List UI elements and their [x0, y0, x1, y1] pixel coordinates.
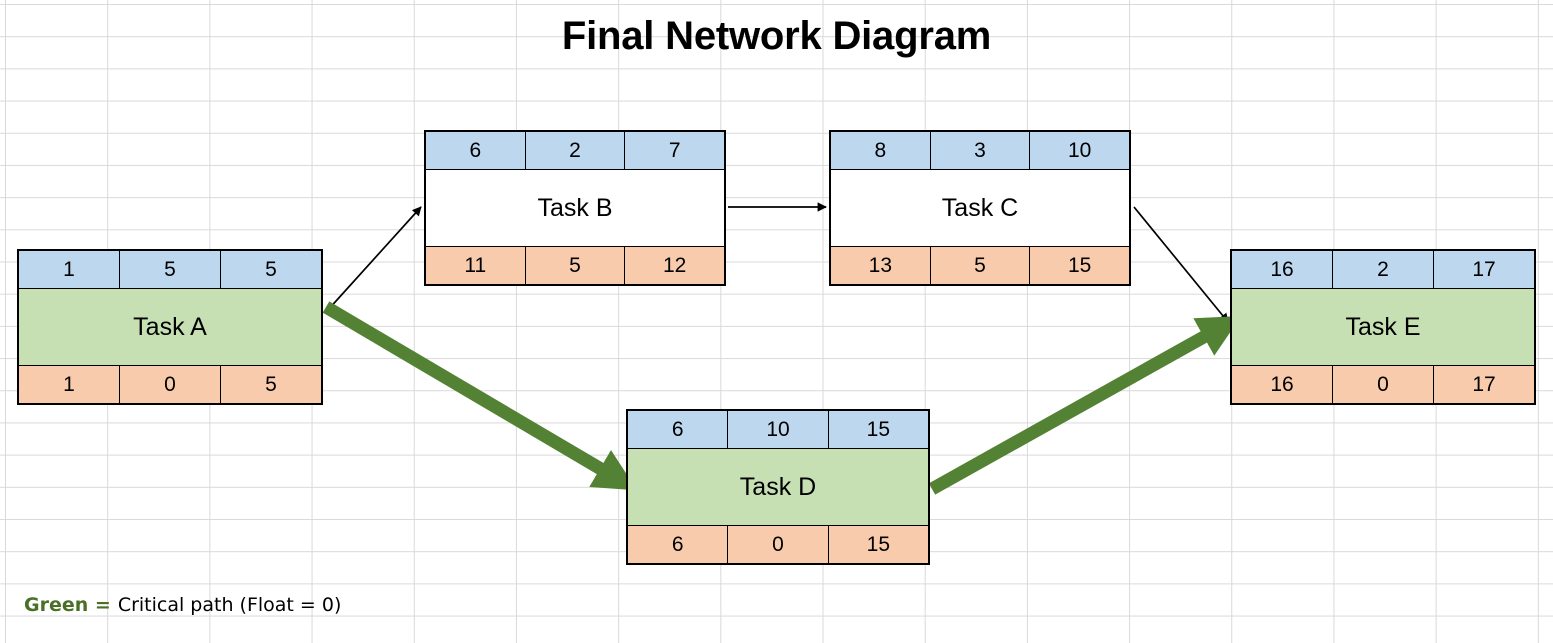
duration-cell: 2 [525, 132, 626, 169]
late-finish-cell: 15 [1030, 247, 1130, 284]
late-start-cell: 11 [426, 247, 526, 284]
early-finish-cell: 5 [221, 251, 321, 288]
late-start-cell: 6 [628, 526, 729, 563]
task-name-label: Task B [426, 170, 724, 246]
float-cell: 0 [728, 526, 829, 563]
arrow-c-to-e [1133, 206, 1229, 323]
task-name-label: Task C [831, 170, 1129, 246]
late-finish-cell: 15 [828, 526, 928, 563]
page-title: Final Network Diagram [561, 14, 992, 58]
early-start-cell: 16 [1232, 251, 1333, 288]
arrow-d-to-e [928, 316, 1242, 495]
task-name-label: Task D [628, 449, 928, 525]
late-start-cell: 1 [19, 366, 120, 403]
task-name-label: Task A [19, 289, 321, 365]
late-finish-cell: 17 [1434, 366, 1534, 403]
duration-cell: 3 [930, 132, 1031, 169]
duration-cell: 5 [120, 251, 221, 288]
early-start-cell: 6 [426, 132, 526, 169]
early-start-cell: 6 [628, 411, 729, 448]
late-finish-cell: 12 [625, 247, 725, 284]
late-start-cell: 16 [1232, 366, 1333, 403]
late-start-cell: 13 [831, 247, 931, 284]
duration-cell: 10 [728, 411, 829, 448]
early-finish-cell: 15 [828, 411, 928, 448]
float-cell: 0 [120, 366, 221, 403]
arrow-a-to-d [322, 301, 638, 491]
task-name-label: Task E [1232, 289, 1534, 365]
early-start-cell: 8 [831, 132, 931, 169]
float-cell: 5 [930, 247, 1031, 284]
legend: Green = Critical path (Float = 0) [24, 594, 341, 616]
arrow-a-to-b [326, 206, 422, 312]
early-start-cell: 1 [19, 251, 120, 288]
legend-key-green: Green = [24, 594, 111, 616]
late-finish-cell: 5 [221, 366, 321, 403]
float-cell: 0 [1333, 366, 1434, 403]
duration-cell: 2 [1333, 251, 1434, 288]
legend-description: Critical path (Float = 0) [117, 594, 342, 616]
early-finish-cell: 10 [1030, 132, 1130, 169]
early-finish-cell: 17 [1434, 251, 1534, 288]
float-cell: 5 [525, 247, 626, 284]
early-finish-cell: 7 [625, 132, 725, 169]
